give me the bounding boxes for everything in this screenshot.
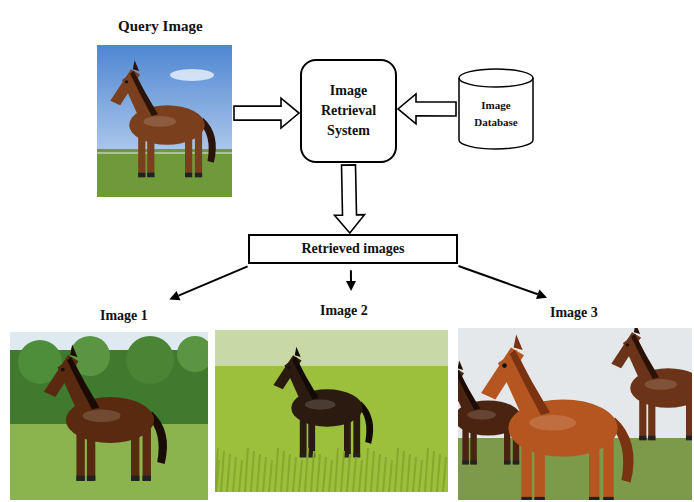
image-heading: Image 2 bbox=[215, 292, 448, 330]
flow-arrow bbox=[459, 266, 548, 299]
image-heading: Query Image bbox=[97, 8, 232, 45]
result-image: Image 1 bbox=[10, 300, 208, 500]
horse-photo bbox=[10, 332, 208, 500]
flow-arrow bbox=[169, 266, 247, 300]
image-heading: Image 1 bbox=[10, 300, 208, 332]
box-label: Retrieved images bbox=[295, 239, 410, 259]
query-image: Query Image bbox=[97, 8, 232, 197]
result-image: Image 2 bbox=[215, 292, 448, 492]
image-heading: Image 3 bbox=[458, 298, 692, 328]
horse-photo bbox=[215, 330, 448, 492]
horse-photo bbox=[97, 45, 232, 197]
horse-photo bbox=[458, 328, 692, 500]
system-box: Image Retrieval System bbox=[300, 59, 397, 163]
database-cylinder: Image Database bbox=[458, 68, 534, 150]
box-label: Image Database bbox=[466, 97, 526, 130]
block-arrow bbox=[234, 98, 299, 128]
box-label: Image Retrieval System bbox=[302, 81, 395, 142]
flow-arrow bbox=[346, 270, 356, 291]
block-arrow bbox=[335, 165, 365, 233]
result-box: Retrieved images bbox=[248, 234, 458, 264]
block-arrow bbox=[398, 94, 456, 124]
result-image: Image 3 bbox=[458, 298, 692, 500]
